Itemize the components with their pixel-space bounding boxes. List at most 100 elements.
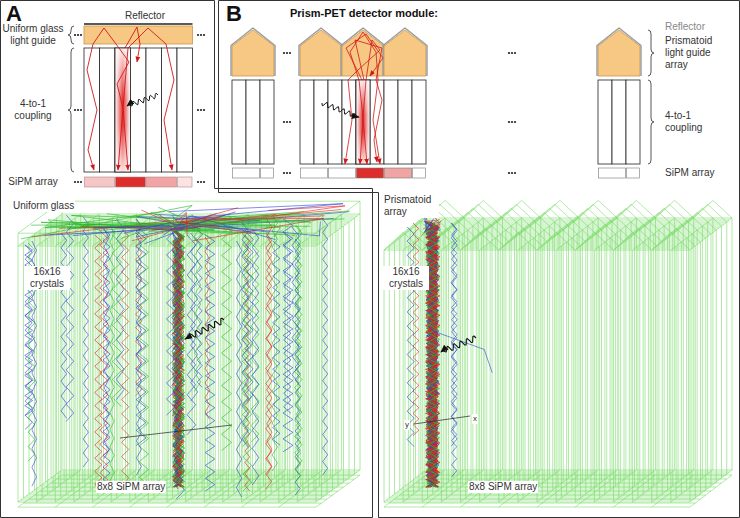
sipm-pixel [413,168,426,178]
photon-track [424,220,438,222]
light-ray [125,27,140,62]
photon-track [439,229,441,231]
part-label: 4-to-1 coupling [1,98,65,122]
light-ray [123,108,128,170]
photon-track [428,222,440,487]
photon-track [186,220,279,221]
panel-letter: A [6,1,22,26]
photon-track [25,245,33,416]
sipm-pixel [178,177,193,187]
photon-tracks [407,217,492,487]
photon-track [426,222,437,487]
part-label: Reflector [110,10,180,22]
photon-track [426,222,438,487]
panel-outline [0,0,374,518]
photon-track [32,241,36,486]
gamma-ray [185,318,224,339]
photon-track [432,331,492,373]
reflector-line [597,28,641,76]
sipm-pixel [599,168,626,178]
axis-line [120,425,232,438]
ellipsis-dot [508,121,510,123]
ellipsis-dot [203,181,205,183]
photon-track [174,231,184,487]
photon-track [428,222,436,487]
sipm-pixel [357,168,384,178]
gamma-ray [441,336,476,352]
part-label: 16x16 crystals [24,266,70,290]
light-ray [346,34,383,80]
photon-track [283,219,293,452]
photon-track [181,221,321,236]
crystal [300,80,314,164]
schematic-prism-pet [231,28,654,178]
reflector-line [383,28,427,76]
photon-track [195,217,201,392]
crystal [612,80,626,164]
ellipsis-dot [203,34,205,36]
photon-track [426,222,436,487]
axis-label: y [404,420,410,430]
part-label: 4-to-1 coupling [664,110,732,134]
photon-track [425,219,434,232]
photon-track [175,231,184,487]
brace [648,80,654,164]
photon-track [451,223,457,446]
ellipsis-dot [200,34,202,36]
ellipsis-dot [514,121,516,123]
sipm-pixel [385,168,412,178]
crystal [356,80,370,164]
crystal [626,80,640,164]
sipm-pixel [627,168,640,178]
photon-track [95,235,102,491]
photon-tracks [21,204,350,499]
uniform-glass-render [18,201,360,507]
photon-track [180,208,238,224]
ellipsis-dot [286,172,288,174]
panel-outline [216,0,740,518]
panel-border [219,1,740,518]
photon-track [242,223,248,447]
ellipsis-dot [283,172,285,174]
light-ray [350,32,380,164]
ellipsis-dot [200,181,202,183]
crystal [246,80,260,164]
reflector-line [231,28,275,76]
brace [68,48,74,172]
prismatoid [384,30,426,76]
ellipsis-dot [514,52,516,54]
photon-track [100,231,108,487]
photon-track [182,221,199,229]
photon-track [205,235,215,491]
part-label: 8x8 SiPM array [468,481,538,493]
part-label: 8x8 SiPM array [96,481,166,493]
crystal [370,80,384,164]
light-ray [118,108,123,170]
hot-crystal [356,80,370,164]
crystal [100,48,116,172]
ellipsis-dot [508,172,510,174]
ellipsis-dot [286,121,288,123]
photon-track [272,215,277,471]
photon-track [137,219,142,475]
ellipsis-dot [514,172,516,174]
photon-track [25,245,32,429]
ellipsis-dot [74,109,76,111]
photon-track [172,224,254,232]
prismatoid-render [384,200,732,507]
photon-track [139,229,148,485]
sipm-pixel [85,177,115,187]
reflector-line [84,23,193,25]
crystal [384,80,398,164]
panel-box: BPrism-PET detector module: [216,0,740,518]
ellipsis-dot [289,52,291,54]
photon-track [431,223,435,226]
photon-track [427,230,435,231]
photon-track [175,231,185,487]
light-ray [87,28,129,170]
schematic-uniform-glass [68,24,205,187]
hot-crystal [115,48,131,172]
photon-track [107,214,179,222]
brace [648,30,654,76]
